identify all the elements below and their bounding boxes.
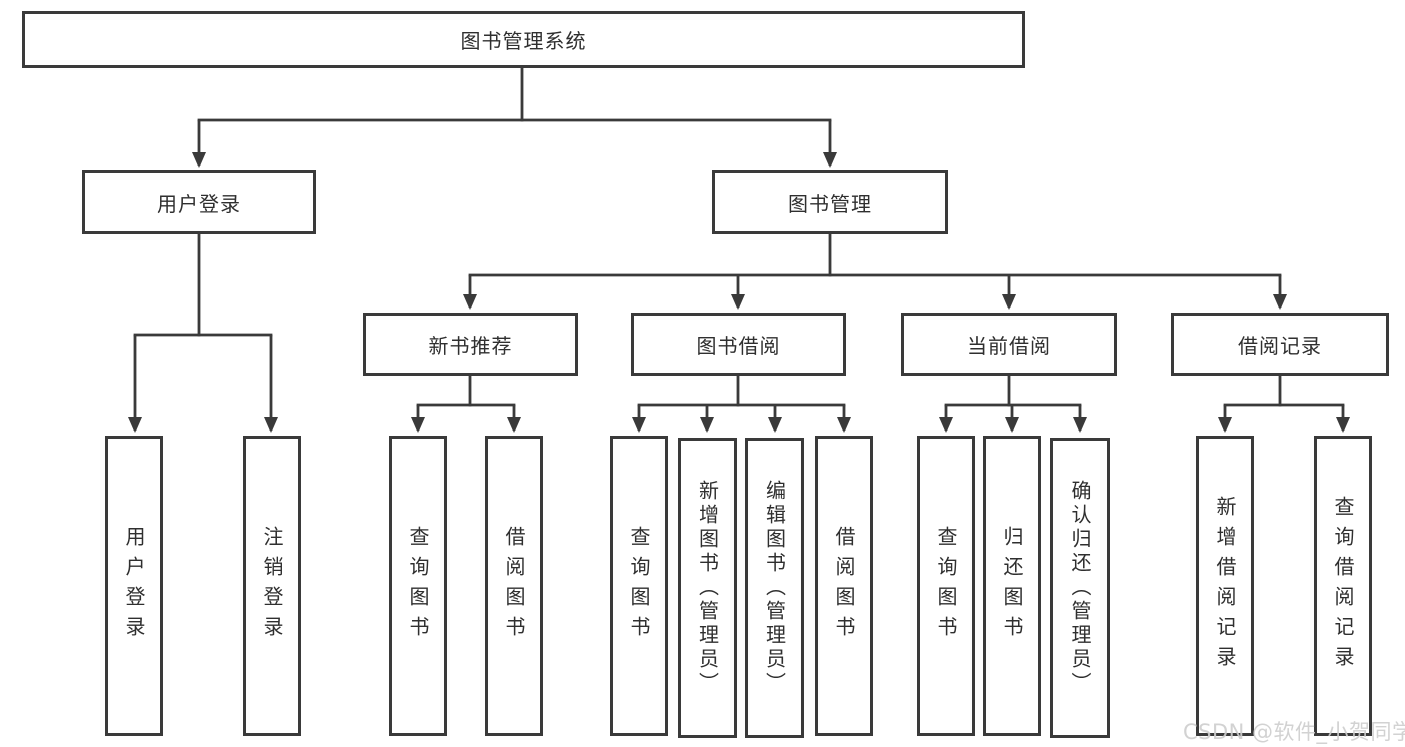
leaf-borrow-books-recommend-label: 借阅图书	[502, 526, 526, 646]
node-book-mgmt: 图书管理	[712, 170, 948, 234]
node-root: 图书管理系统	[22, 11, 1025, 68]
leaf-query-borrow-record: 查询借阅记录	[1314, 436, 1372, 736]
leaf-query-books-current-label: 查询图书	[934, 526, 958, 646]
leaf-borrow-books-borrow-label: 借阅图书	[832, 526, 856, 646]
node-new-book-recommend-label: 新书推荐	[428, 334, 513, 358]
node-book-mgmt-label: 图书管理	[788, 191, 872, 216]
node-borrow-records-label: 借阅记录	[1238, 334, 1322, 358]
leaf-return-book-label: 归还图书	[1000, 526, 1024, 646]
leaf-add-borrow-record: 新增借阅记录	[1196, 436, 1254, 736]
leaf-query-borrow-record-label: 查询借阅记录	[1331, 496, 1355, 676]
leaf-add-book-admin: 新增图书（管理员）	[678, 438, 737, 738]
leaf-edit-book-admin: 编辑图书（管理员）	[745, 438, 804, 738]
branch-book-mgmt	[463, 234, 1287, 310]
branch-book-borrow	[632, 376, 851, 433]
leaf-return-book: 归还图书	[983, 436, 1041, 736]
leaf-add-borrow-record-label: 新增借阅记录	[1213, 496, 1237, 676]
leaf-user-login-label: 用户登录	[122, 526, 146, 646]
node-current-borrow: 当前借阅	[901, 313, 1117, 376]
branch-user-login	[128, 233, 278, 433]
node-user-login-label: 用户登录	[157, 191, 241, 216]
leaf-borrow-books-borrow: 借阅图书	[815, 436, 873, 736]
leaf-confirm-return-admin-label: 确认归还（管理员）	[1068, 480, 1092, 696]
branch-new-book-recommend	[411, 376, 521, 433]
branch-current-borrow	[939, 376, 1087, 433]
leaf-logout-login-label: 注销登录	[260, 526, 284, 646]
branch-borrow-records	[1218, 376, 1350, 433]
leaf-borrow-books-recommend: 借阅图书	[485, 436, 543, 736]
node-borrow-records: 借阅记录	[1171, 313, 1389, 376]
leaf-query-books-current: 查询图书	[917, 436, 975, 736]
leaf-user-login: 用户登录	[105, 436, 163, 736]
leaf-logout-login: 注销登录	[243, 436, 301, 736]
node-current-borrow-label: 当前借阅	[967, 334, 1051, 358]
csdn-watermark: CSDN @软件_小贺同学	[1183, 720, 1405, 744]
leaf-confirm-return-admin: 确认归还（管理员）	[1050, 438, 1110, 738]
branch-root	[192, 67, 837, 168]
node-root-label: 图书管理系统	[460, 29, 587, 53]
leaf-edit-book-admin-label: 编辑图书（管理员）	[762, 480, 787, 696]
leaf-query-books-recommend: 查询图书	[389, 436, 447, 736]
node-new-book-recommend: 新书推荐	[363, 313, 578, 376]
leaf-query-books-borrow-label: 查询图书	[627, 526, 651, 646]
leaf-query-books-borrow: 查询图书	[610, 436, 668, 736]
leaf-query-books-recommend-label: 查询图书	[406, 526, 430, 646]
node-user-login: 用户登录	[82, 170, 316, 234]
leaf-add-book-admin-label: 新增图书（管理员）	[695, 480, 720, 696]
node-book-borrow-label: 图书借阅	[696, 334, 781, 358]
node-book-borrow: 图书借阅	[631, 313, 846, 376]
